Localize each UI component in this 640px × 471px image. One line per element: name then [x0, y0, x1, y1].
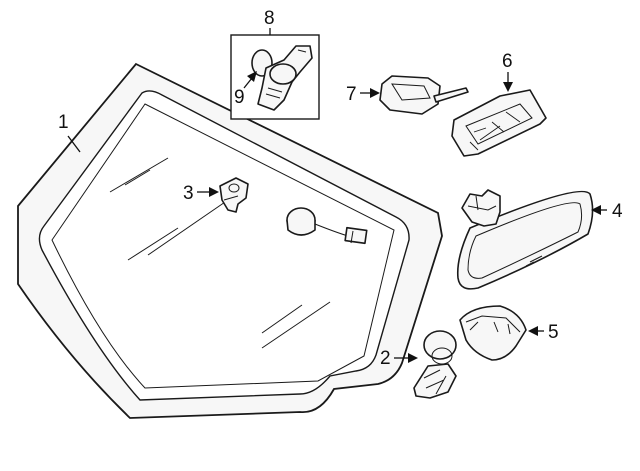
sensor-with-harness	[286, 207, 368, 245]
callout-9: 9	[234, 71, 257, 108]
svg-text:6: 6	[502, 51, 513, 72]
callout-4: 4	[591, 201, 623, 222]
windshield	[17, 62, 443, 419]
mirror-bracket-part-2	[413, 330, 457, 399]
callout-7: 7	[346, 84, 380, 105]
cover-part-7	[379, 75, 469, 115]
svg-text:3: 3	[183, 183, 194, 204]
svg-text:7: 7	[346, 84, 357, 105]
svg-text:8: 8	[264, 8, 275, 29]
svg-text:4: 4	[612, 201, 623, 222]
inset-box-parts-8-9	[230, 34, 320, 120]
mirror-mount	[461, 189, 501, 227]
callout-8: 8	[264, 8, 275, 35]
svg-text:9: 9	[234, 87, 245, 108]
mirror-cover-part-6	[451, 89, 547, 157]
rain-sensor-part-8	[257, 45, 313, 111]
windshield-reflection-lines	[109, 157, 331, 349]
svg-text:2: 2	[380, 348, 391, 369]
svg-text:1: 1	[58, 112, 69, 133]
callout-1: 1	[58, 112, 81, 153]
callout-3: 3	[183, 183, 219, 204]
callout-2: 2	[380, 348, 418, 369]
mirror-base-cover-part-5	[459, 305, 527, 361]
callout-5: 5	[528, 322, 559, 343]
clip-part-3	[219, 177, 249, 213]
callout-6: 6	[502, 51, 513, 92]
rearview-mirror-part-4	[456, 189, 594, 290]
svg-text:5: 5	[548, 322, 559, 343]
